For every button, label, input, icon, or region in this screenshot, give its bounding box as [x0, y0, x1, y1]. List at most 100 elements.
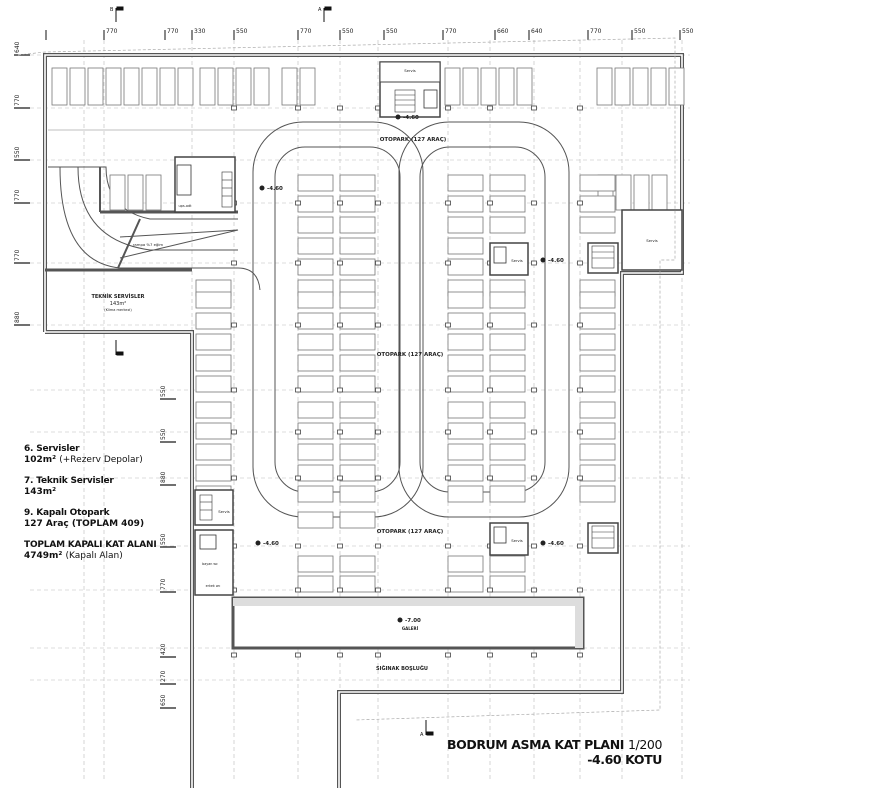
column [375, 200, 381, 206]
column [445, 587, 451, 593]
parking-stall [447, 195, 484, 213]
column [531, 587, 537, 593]
column [231, 105, 237, 111]
legend-heading: TOPLAM KAPALI KAT ALANI [24, 540, 157, 550]
parking-stall [480, 67, 497, 106]
parking-stall [579, 312, 616, 330]
parking-stall [579, 443, 616, 461]
column [295, 587, 301, 593]
column [487, 200, 493, 206]
parking-stall [447, 237, 484, 255]
parking-stall [339, 485, 376, 503]
parking-stall [447, 216, 484, 234]
dimension-label: 770 [167, 28, 179, 35]
dimension-label: 880 [160, 471, 167, 483]
column [531, 543, 537, 549]
parking-stall [447, 401, 484, 419]
parking-stall [105, 67, 122, 106]
column [295, 105, 301, 111]
parking-stall [579, 354, 616, 372]
column [487, 652, 493, 658]
parking-stall [195, 375, 232, 393]
legend-value: 143m² [24, 487, 57, 497]
parking-stall [339, 443, 376, 461]
parking-stall [579, 174, 616, 192]
parking-stall [489, 354, 526, 372]
level-marker-gallery: -7.00 [397, 617, 421, 624]
parking-stall [195, 333, 232, 351]
parking-stall [177, 67, 194, 106]
parking-stall [297, 485, 334, 503]
parking-stall [195, 312, 232, 330]
parking-stall [447, 555, 484, 573]
parking-stall [489, 464, 526, 482]
parking-stall [633, 174, 650, 211]
parking-stall [235, 67, 252, 106]
parking-stall [109, 174, 126, 211]
parking-stall [579, 422, 616, 440]
parking-stall [195, 401, 232, 419]
area-legend: 6. Servisler 102m² (+Rezerv Depolar) 7. … [24, 444, 194, 572]
column [531, 200, 537, 206]
parking-stall [489, 312, 526, 330]
parking-stall [123, 67, 140, 106]
svg-text:B: B [110, 7, 114, 13]
parking-stall [281, 67, 298, 106]
svg-text:-4.60: -4.60 [267, 186, 283, 192]
dimension-label: 770 [160, 578, 167, 590]
column [577, 260, 583, 266]
column [577, 105, 583, 111]
legend-value-main: 102m² [24, 455, 57, 465]
parking-stall [579, 375, 616, 393]
column [445, 105, 451, 111]
parking-stall [339, 375, 376, 393]
legend-heading: 7. Teknik Servisler [24, 476, 114, 486]
legend-note: (Kapalı Alan) [65, 551, 123, 561]
tech-services-note: (Klima merkezi) [104, 308, 132, 312]
parking-stall [489, 174, 526, 192]
column [577, 652, 583, 658]
parking-stall [668, 67, 685, 106]
parking-label-bottom: OTOPARK (127 ARAÇ) [377, 529, 444, 535]
parking-stall [69, 67, 86, 106]
parking-stall [447, 174, 484, 192]
parking-stall [339, 312, 376, 330]
column [375, 260, 381, 266]
parking-stall [447, 258, 484, 276]
elevators [176, 89, 507, 550]
parking-stall [299, 67, 316, 106]
parking-stall [447, 422, 484, 440]
legend-heading: 6. Servisler [24, 444, 80, 454]
parking-stall [339, 354, 376, 372]
column [231, 429, 237, 435]
column [531, 105, 537, 111]
column [577, 322, 583, 328]
parking-stall [489, 443, 526, 461]
column [445, 475, 451, 481]
column [231, 260, 237, 266]
parking-stall [297, 291, 334, 309]
dimension-label: 550 [160, 385, 167, 397]
legend-value: 127 Araç (TOPLAM 409) [24, 519, 145, 529]
parking-stall [141, 67, 158, 106]
column [375, 543, 381, 549]
parking-stall [516, 67, 533, 106]
legend-value-main: 4749m² [24, 551, 63, 561]
column [295, 543, 301, 549]
parking-stall [217, 67, 234, 106]
column [231, 652, 237, 658]
column [445, 260, 451, 266]
parking-stall [498, 67, 515, 106]
parking-stall [447, 485, 484, 503]
parking-stall [489, 291, 526, 309]
parking-stall [579, 195, 616, 213]
parking-stall [339, 575, 376, 593]
level-marker: -4.60 [395, 114, 419, 121]
dimension-label: 770 [106, 28, 118, 35]
parking-stall [489, 575, 526, 593]
column [375, 587, 381, 593]
parking-stall [339, 258, 376, 276]
column [487, 429, 493, 435]
parking-stall [447, 333, 484, 351]
column [337, 105, 343, 111]
